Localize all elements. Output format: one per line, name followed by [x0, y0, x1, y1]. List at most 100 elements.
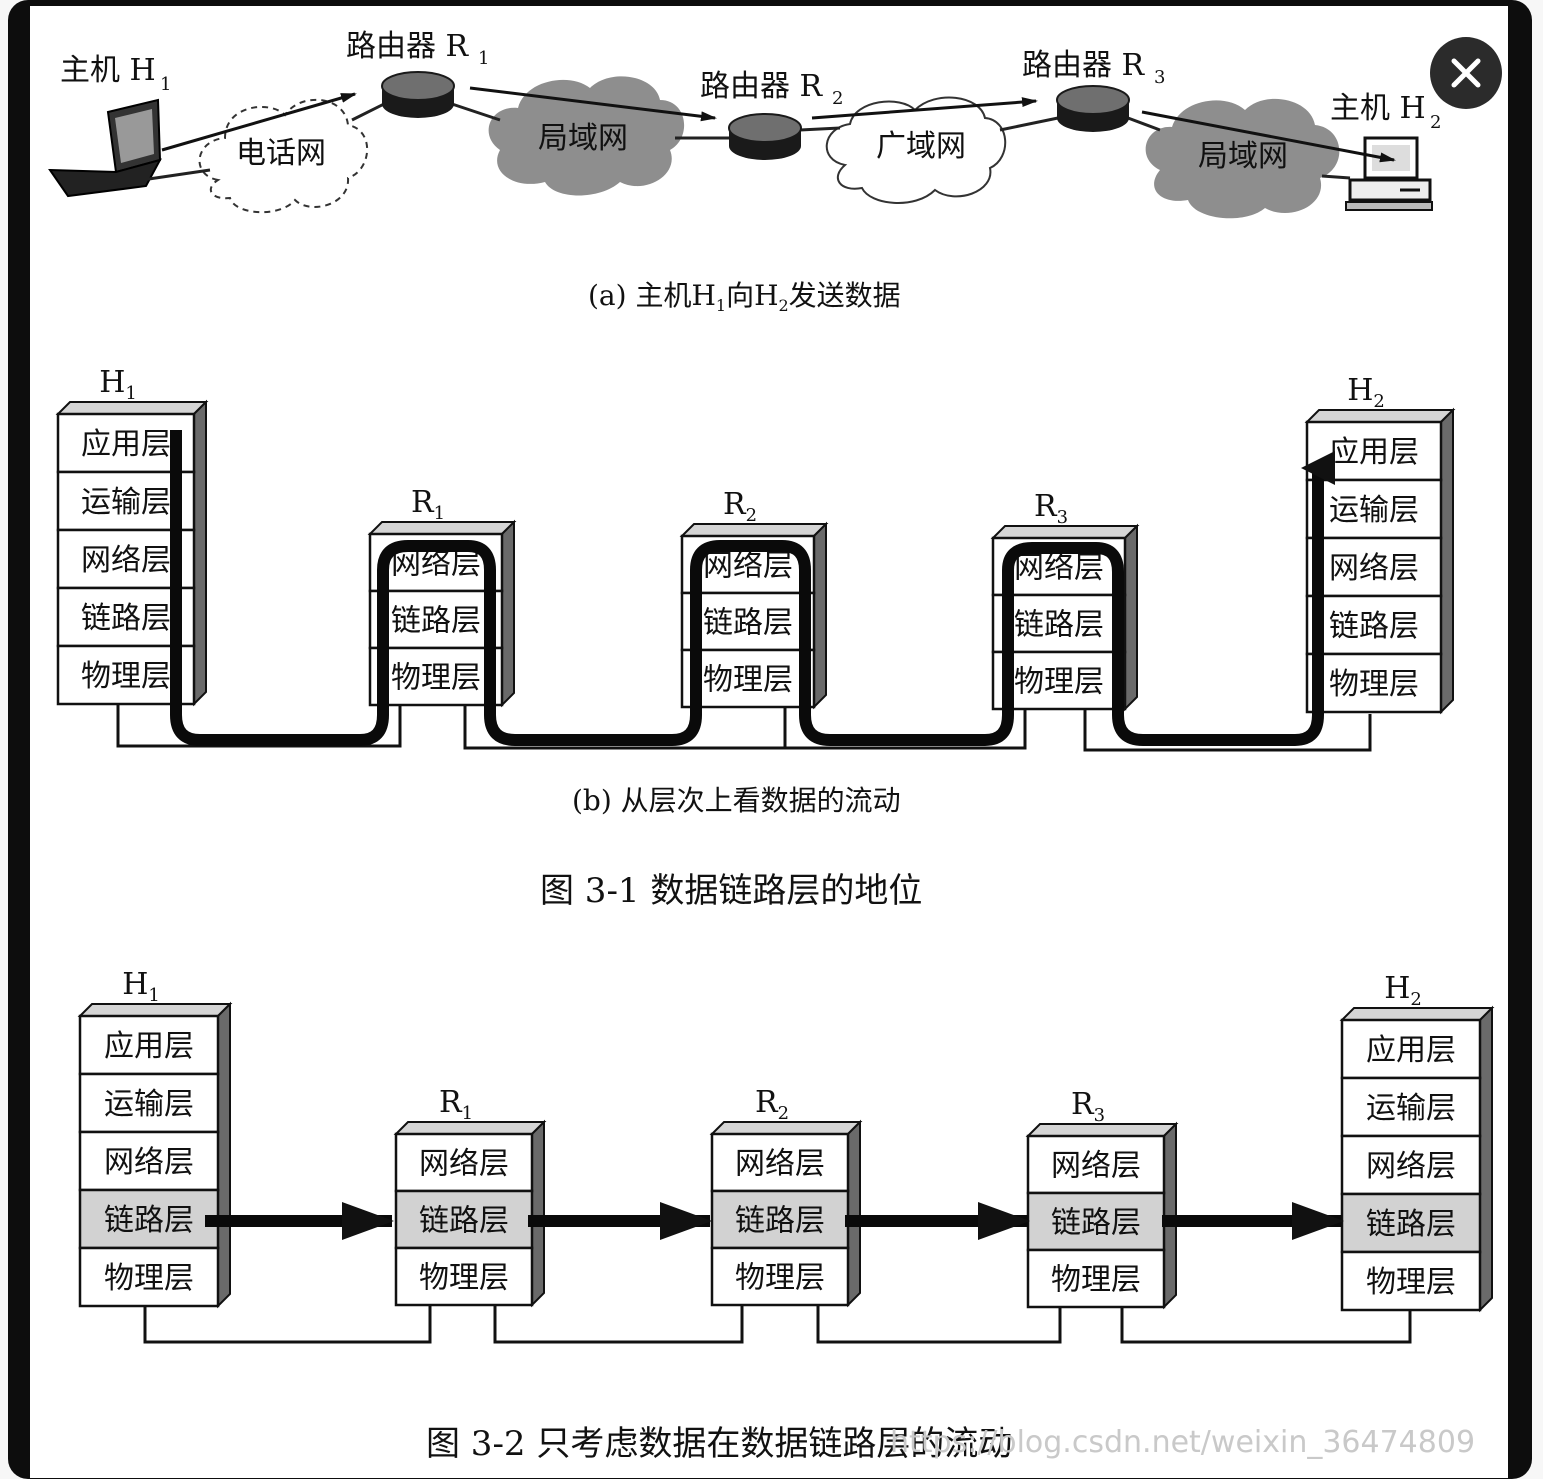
layer-box — [680, 648, 816, 709]
layer-label: 运输层 — [1366, 1091, 1456, 1126]
layer-label: 链路层 — [1366, 1207, 1456, 1242]
layer-box — [1305, 652, 1443, 714]
layer-label: 应用层 — [1329, 435, 1419, 470]
layer-label: 链路层 — [703, 606, 793, 641]
host-h2-label: 主机 H — [1330, 91, 1426, 126]
layer-box — [78, 1014, 220, 1076]
cloud-icon-wan — [825, 96, 1007, 204]
node-label: R2 — [723, 487, 757, 526]
layer-label: 链路层 — [81, 601, 171, 636]
router-icon-r3 — [1056, 85, 1130, 132]
router-icon-r2 — [728, 113, 802, 160]
router-r3-label: 路由器 R — [1022, 48, 1146, 83]
layer-label: 物理层 — [1051, 1263, 1141, 1298]
router-r1-label: 路由器 R — [346, 29, 470, 64]
layer-label: 物理层 — [419, 1261, 509, 1296]
layer-label: 运输层 — [1329, 493, 1419, 528]
node-label: R1 — [411, 485, 445, 524]
layer-label: 运输层 — [104, 1087, 194, 1122]
node-label: H2 — [1347, 373, 1385, 412]
layer-label: 链路层 — [1329, 609, 1419, 644]
node-label: R2 — [755, 1085, 789, 1124]
layer-label: 物理层 — [735, 1261, 825, 1296]
layer-box — [680, 591, 816, 652]
figure-3-2-caption: 图 3-2 只考虑数据在数据链路层的流动 — [426, 1424, 1012, 1464]
layer-box — [78, 1130, 220, 1192]
figure-caption-b: (b) 从层次上看数据的流动 — [572, 784, 901, 817]
physical-link — [1083, 709, 1372, 752]
cloud-icon-lan-1 — [488, 76, 685, 196]
figure-3-1-caption: 图 3-1 数据链路层的地位 — [540, 871, 922, 911]
watermark: https://blog.csdn.net/weixin_36474809 — [890, 1425, 1475, 1460]
layer-label: 网络层 — [1329, 551, 1419, 586]
layer-box — [710, 1132, 850, 1193]
layer-label: 物理层 — [81, 659, 171, 694]
node-label: H2 — [1384, 971, 1422, 1010]
physical-link — [143, 1305, 432, 1344]
node-label: H1 — [122, 967, 160, 1006]
node-label: R3 — [1071, 1087, 1105, 1126]
cloud-icon-lan-2 — [1145, 98, 1340, 219]
desktop-computer-icon — [1345, 136, 1433, 211]
data-flow-arrows — [161, 86, 1396, 163]
layer-label: 应用层 — [104, 1029, 194, 1064]
layer-label: 网络层 — [1051, 1149, 1141, 1184]
host-h1-label: 主机 H — [60, 53, 156, 88]
layer-box — [368, 589, 504, 650]
layer-label: 链路层 — [1014, 608, 1104, 643]
layer-label: 物理层 — [104, 1261, 194, 1296]
layer-label: 链路层 — [391, 604, 481, 639]
layer-label: 物理层 — [391, 661, 481, 696]
layer-label: 运输层 — [81, 485, 171, 520]
layer-label: 应用层 — [1366, 1033, 1456, 1068]
layer-label: 网络层 — [735, 1147, 825, 1182]
host-h1-sub: 1 — [160, 74, 171, 95]
node-label: H1 — [99, 365, 137, 404]
layer-box — [1305, 536, 1443, 598]
layer-label: 链路层 — [735, 1204, 825, 1239]
layer-box — [394, 1246, 534, 1307]
layer-label: 链路层 — [104, 1203, 194, 1238]
laptop-icon — [48, 98, 162, 198]
close-button[interactable] — [1430, 37, 1502, 109]
layer-label: 网络层 — [1366, 1149, 1456, 1184]
cloud-label-lan-2: 局域网 — [1198, 139, 1288, 174]
physical-link — [783, 707, 1027, 750]
router-r1-sub: 1 — [478, 48, 489, 69]
layer-label: 物理层 — [1329, 667, 1419, 702]
layer-label: 物理层 — [703, 663, 793, 698]
router-icon-r1 — [381, 71, 455, 118]
layer-box — [368, 646, 504, 707]
cloud-label-lan-1: 局域网 — [538, 121, 628, 156]
layer-box — [78, 1072, 220, 1134]
link-layer-flow-diagram: 应用层运输层网络层链路层物理层H1网络层链路层物理层R1网络层链路层物理层R2网… — [77, 967, 1495, 1344]
topology-links — [141, 102, 1351, 182]
layer-label: 物理层 — [1014, 665, 1104, 700]
layer-label: 网络层 — [1014, 551, 1104, 586]
layer-box — [1340, 1250, 1482, 1312]
layer-label: 网络层 — [104, 1145, 194, 1180]
layer-box — [1305, 594, 1443, 656]
layer-label: 链路层 — [419, 1204, 509, 1239]
layer-label: 应用层 — [81, 427, 171, 462]
router-r2-sub: 2 — [832, 88, 843, 109]
physical-link — [493, 1305, 744, 1344]
layer-box — [1026, 1248, 1166, 1309]
layer-label: 网络层 — [419, 1147, 509, 1182]
cloud-label-wan: 广域网 — [876, 129, 966, 164]
layer-box — [991, 650, 1127, 711]
layer-flow-path — [170, 430, 1335, 746]
layer-flow-diagram: 应用层运输层网络层链路层物理层H1网络层链路层物理层R1网络层链路层物理层R2网… — [55, 365, 1456, 752]
layer-box — [710, 1246, 850, 1307]
topology-diagram: 主机 H 1 电话网 局域网 广域网 局域网 — [48, 29, 1441, 315]
layer-label: 链路层 — [1051, 1206, 1141, 1241]
layer-label: 物理层 — [1366, 1265, 1456, 1300]
